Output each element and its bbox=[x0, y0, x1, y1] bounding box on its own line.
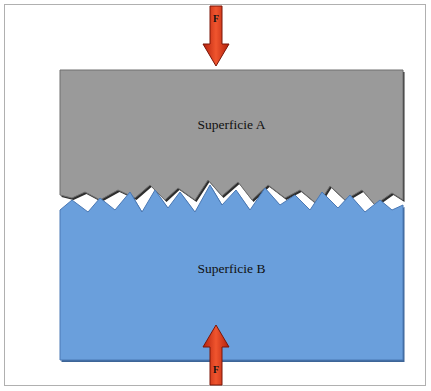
arrow-shape bbox=[203, 325, 229, 385]
force-arrow: F bbox=[203, 325, 229, 385]
arrow-body bbox=[203, 6, 229, 66]
force-label: F bbox=[203, 14, 229, 25]
surface-block: Superficie B bbox=[60, 180, 403, 360]
block-body bbox=[60, 185, 403, 360]
force-arrow: F bbox=[203, 6, 229, 66]
arrow-body bbox=[203, 325, 229, 385]
block-shape bbox=[60, 70, 403, 212]
border-frame bbox=[5, 5, 426, 386]
surface-label: Superficie A bbox=[60, 118, 403, 133]
block-body bbox=[60, 70, 403, 205]
surface-label: Superficie B bbox=[60, 262, 403, 277]
surface-block: Superficie A bbox=[60, 70, 403, 212]
force-label: F bbox=[203, 365, 229, 376]
